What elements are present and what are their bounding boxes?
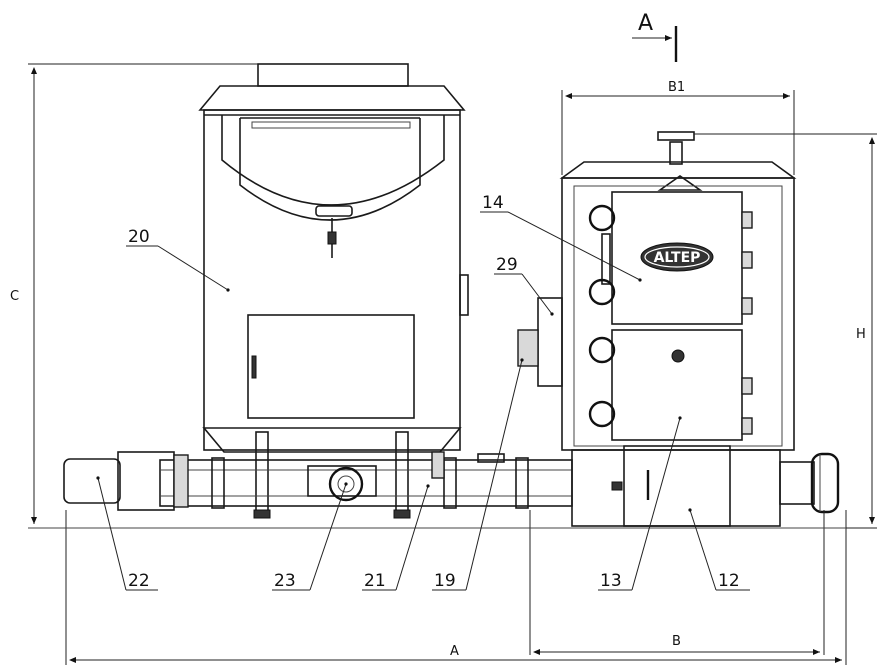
dim-b1-label: B1 (668, 80, 685, 95)
dimension-lines (28, 26, 877, 665)
callout-21: 21 (364, 571, 386, 591)
callout-leaders (96, 211, 750, 591)
dim-b-label: B (672, 634, 681, 649)
dim-a-label: A (450, 644, 459, 659)
feeder-motor (63, 451, 189, 511)
callout-23: 23 (274, 571, 296, 591)
brand-logo: ALTEP (654, 250, 701, 266)
section-marker-label: A (638, 11, 653, 36)
dim-h-label: H (856, 327, 866, 342)
callout-20: 20 (128, 227, 150, 247)
boiler-body (517, 131, 840, 527)
auger-pipe (159, 451, 573, 509)
callout-12: 12 (718, 571, 740, 591)
callout-29: 29 (496, 255, 518, 275)
callout-22: 22 (128, 571, 150, 591)
callout-14: 14 (482, 193, 504, 213)
fuel-hopper (198, 63, 469, 519)
callout-13: 13 (600, 571, 622, 591)
dim-c-label: C (10, 289, 19, 304)
callout-19: 19 (434, 571, 456, 591)
